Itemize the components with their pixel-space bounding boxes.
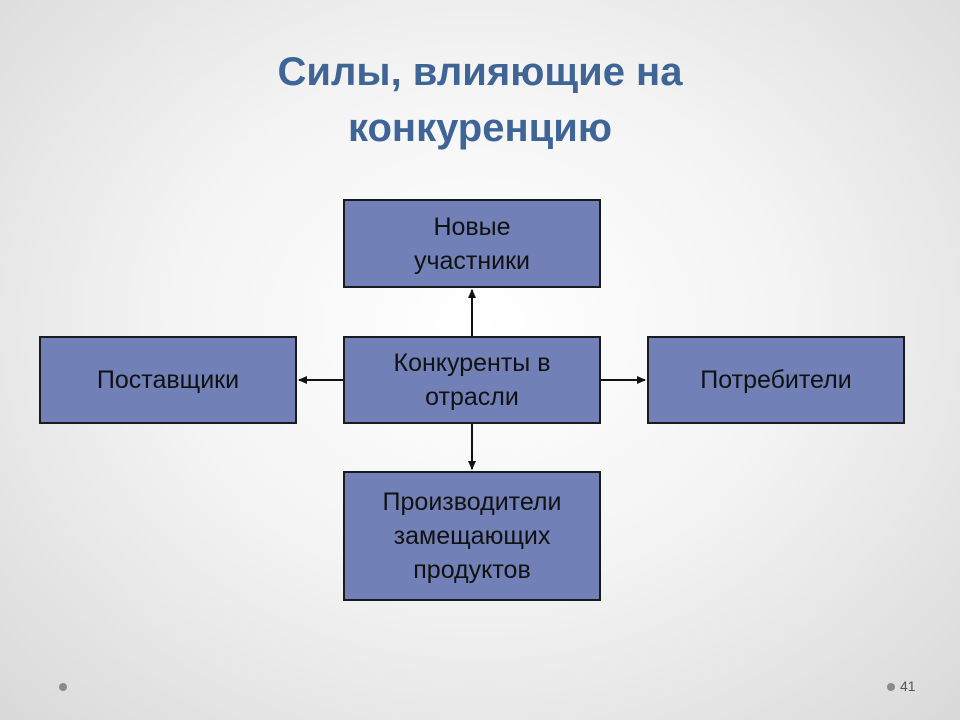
industry-competitors-line-1: Конкуренты в	[393, 349, 551, 377]
buyers-box: Потребители	[647, 336, 905, 424]
suppliers-box: Поставщики	[39, 336, 297, 424]
title-line-1: Силы, влияющие на	[277, 50, 683, 94]
right-bullet-dot	[887, 683, 895, 691]
title-line-2: конкуренцию	[347, 106, 612, 150]
substitutes-line-3: продуктов	[413, 556, 531, 584]
new-entrants-box: Новые участники	[343, 199, 601, 288]
left-bullet-dot	[59, 683, 67, 691]
substitutes-line-2: замещающих	[393, 522, 551, 550]
new-entrants-line-1: Новые	[433, 212, 511, 241]
suppliers-label: Поставщики	[96, 366, 240, 394]
slide-title: Силы, влияющие на конкуренцию	[80, 44, 880, 156]
substitutes-line-1: Производители	[382, 488, 562, 516]
new-entrants-line-2: участники	[413, 246, 531, 275]
industry-competitors-line-2: отрасли	[425, 383, 519, 411]
substitutes-box: Производители замещающих продуктов	[343, 471, 601, 601]
buyers-label: Потребители	[700, 366, 852, 394]
page-number: 41	[900, 678, 916, 694]
industry-competitors-box: Конкуренты в отрасли	[343, 336, 601, 424]
